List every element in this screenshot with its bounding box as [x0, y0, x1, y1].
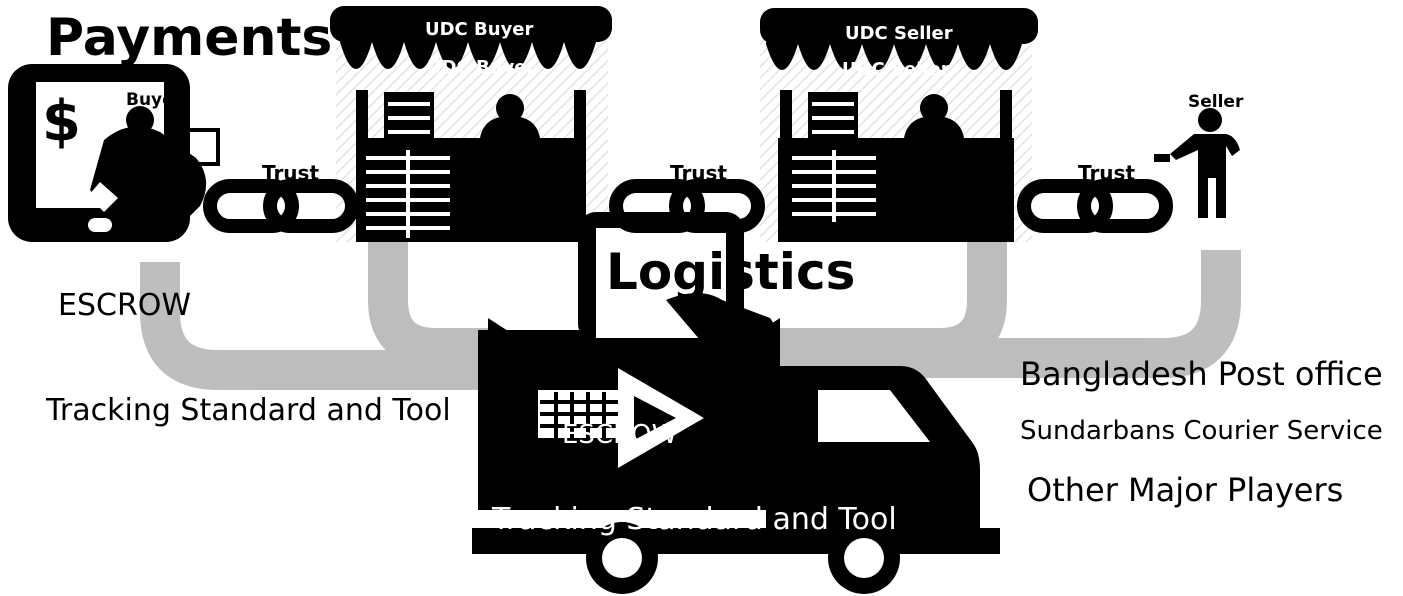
flow-arrows: [140, 238, 1241, 390]
payment-hand-icon: [88, 106, 220, 241]
chain-link-icon: [203, 179, 359, 233]
market-stall-icon: [760, 8, 1038, 242]
play-arrow-icon: [618, 368, 704, 468]
payments-title: Payments: [46, 8, 333, 68]
chain-link-icon: [1017, 179, 1173, 233]
shopping-cart-icon: [538, 390, 622, 438]
person-icon: [1154, 108, 1240, 218]
market-stall-icon: [330, 6, 612, 242]
provider-post-office: Bangladesh Post office: [1020, 355, 1383, 393]
flow-arrow-seller: [760, 250, 1241, 378]
buyer-label: Buyer: [126, 90, 183, 110]
udc-seller-label-echo: UDC Seller: [842, 59, 950, 80]
payments-escrow-label: ESCROW: [58, 288, 192, 323]
chain-link-icon: [609, 179, 765, 233]
udc-buyer-label: UDC Buyer: [425, 19, 534, 40]
logistics-escrow-label: ESCROW: [562, 420, 678, 450]
seller-label: Seller: [1188, 92, 1244, 112]
payments-tracking-label: Tracking Standard and Tool: [46, 393, 451, 428]
svg-text:$: $: [42, 89, 81, 154]
trust-label: Trust: [262, 161, 320, 185]
trust-label: Trust: [670, 161, 728, 185]
logistics-tracking-label: Tracking Standard and Tool: [492, 502, 897, 537]
provider-sundarbans: Sundarbans Courier Service: [1020, 416, 1383, 446]
provider-other: Other Major Players: [1027, 471, 1344, 509]
flow-arrow-udc-buyer: [368, 238, 500, 368]
payment-hand-icon: [666, 293, 775, 352]
udc-seller-label: UDC Seller: [845, 23, 953, 44]
logistics-title: Logistics: [606, 243, 856, 301]
flow-arrow-buyer: [140, 262, 500, 390]
udc-buyer-label-echo: UDC Buyer: [427, 57, 536, 78]
trust-label: Trust: [1078, 161, 1136, 185]
